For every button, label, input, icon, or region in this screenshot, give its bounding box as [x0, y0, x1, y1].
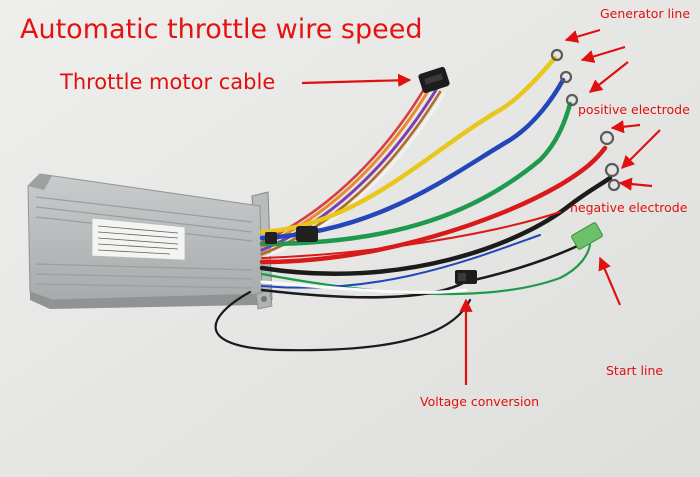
start-connector — [571, 222, 603, 250]
label-generator-line: Generator line — [600, 6, 691, 21]
wire-blue-thin — [261, 234, 541, 289]
wire-red — [259, 145, 608, 265]
wire-black-loop — [214, 290, 472, 352]
image-title: Automatic throttle wire speed — [20, 14, 423, 45]
wire-black — [259, 175, 613, 276]
label-positive-electrode: positive electrode — [578, 102, 690, 117]
throttle-wire-purple — [260, 88, 438, 252]
arrow-generator-2 — [580, 45, 626, 63]
ring-terminals — [550, 48, 621, 192]
label-negative-electrode: negative electrode — [570, 200, 688, 215]
controller-nameplate — [91, 217, 186, 261]
connectors — [265, 48, 621, 284]
arrow-positive-1 — [610, 120, 641, 134]
arrow-generator-1 — [564, 28, 601, 43]
throttle-connector — [418, 66, 450, 94]
wire-red-thin — [261, 211, 561, 259]
wire-yellow — [259, 55, 558, 235]
annotation-arrows — [301, 28, 661, 385]
throttle-wire-white — [260, 92, 446, 260]
voltage-connector — [455, 270, 477, 284]
arrow-throttle — [301, 73, 412, 87]
wire-blue — [259, 77, 566, 241]
arrow-positive-2 — [621, 129, 661, 169]
arrow-negative — [618, 177, 653, 191]
label-start-line: Start line — [606, 363, 664, 378]
label-voltage-conversion: Voltage conversion — [420, 394, 540, 409]
wires — [214, 55, 613, 352]
mid-clip — [265, 226, 318, 244]
arrow-generator-3 — [588, 61, 629, 93]
wire-green — [259, 101, 573, 247]
arrow-start — [598, 256, 622, 306]
wire-white — [260, 280, 468, 294]
label-throttle-motor-cable: Throttle motor cable — [60, 70, 276, 94]
controller-box — [27, 173, 273, 310]
